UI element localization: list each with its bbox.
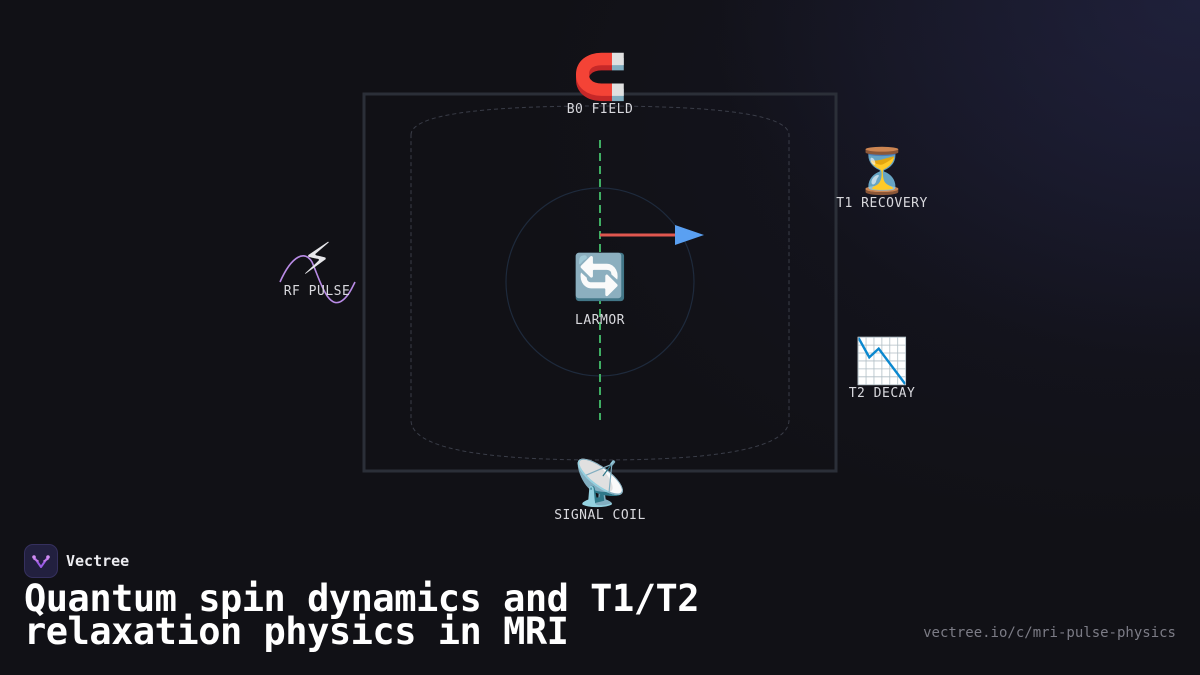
rf-pulse-wave [279, 255, 356, 304]
t1-recovery-node: ⏳ T1 RECOVERY [802, 146, 962, 212]
larmor-label: LARMOR [575, 313, 625, 328]
brand[interactable]: Vectree [24, 544, 129, 578]
t1-recovery-label: T1 RECOVERY [836, 196, 928, 211]
magnetization-vector-head [675, 225, 704, 245]
rf-pulse-label: RF PULSE [283, 284, 351, 299]
rf-pulse-node: ⚡ RF PULSE [237, 234, 397, 300]
chart-decreasing-icon: 📉 [854, 336, 910, 387]
magnet-bore-frame [362, 92, 838, 473]
signal-coil-label: SIGNAL COIL [554, 508, 646, 523]
larmor-node: 🔄 LARMOR [520, 252, 680, 329]
rotate-arrows-icon: 🔄 [572, 252, 628, 303]
b0-field-node: 🧲 B0 FIELD [520, 52, 680, 118]
magnet-icon: 🧲 [572, 52, 628, 103]
signal-coil-node: 📡 SIGNAL COIL [520, 458, 680, 524]
satellite-dish-icon: 📡 [572, 458, 628, 509]
brand-name: Vectree [66, 552, 130, 570]
t2-decay-node: 📉 T2 DECAY [802, 336, 962, 402]
page-title: Quantum spin dynamics and T1/T2 relaxati… [24, 577, 700, 653]
b0-field-label: B0 FIELD [566, 102, 634, 117]
course-url[interactable]: vectree.io/c/mri-pulse-physics [923, 625, 1176, 641]
hourglass-icon: ⏳ [854, 146, 910, 197]
t2-decay-label: T2 DECAY [848, 386, 916, 401]
vectree-logo-icon [32, 555, 50, 568]
vectree-logo [24, 544, 58, 578]
lightning-icon: ⚡ [301, 234, 333, 285]
